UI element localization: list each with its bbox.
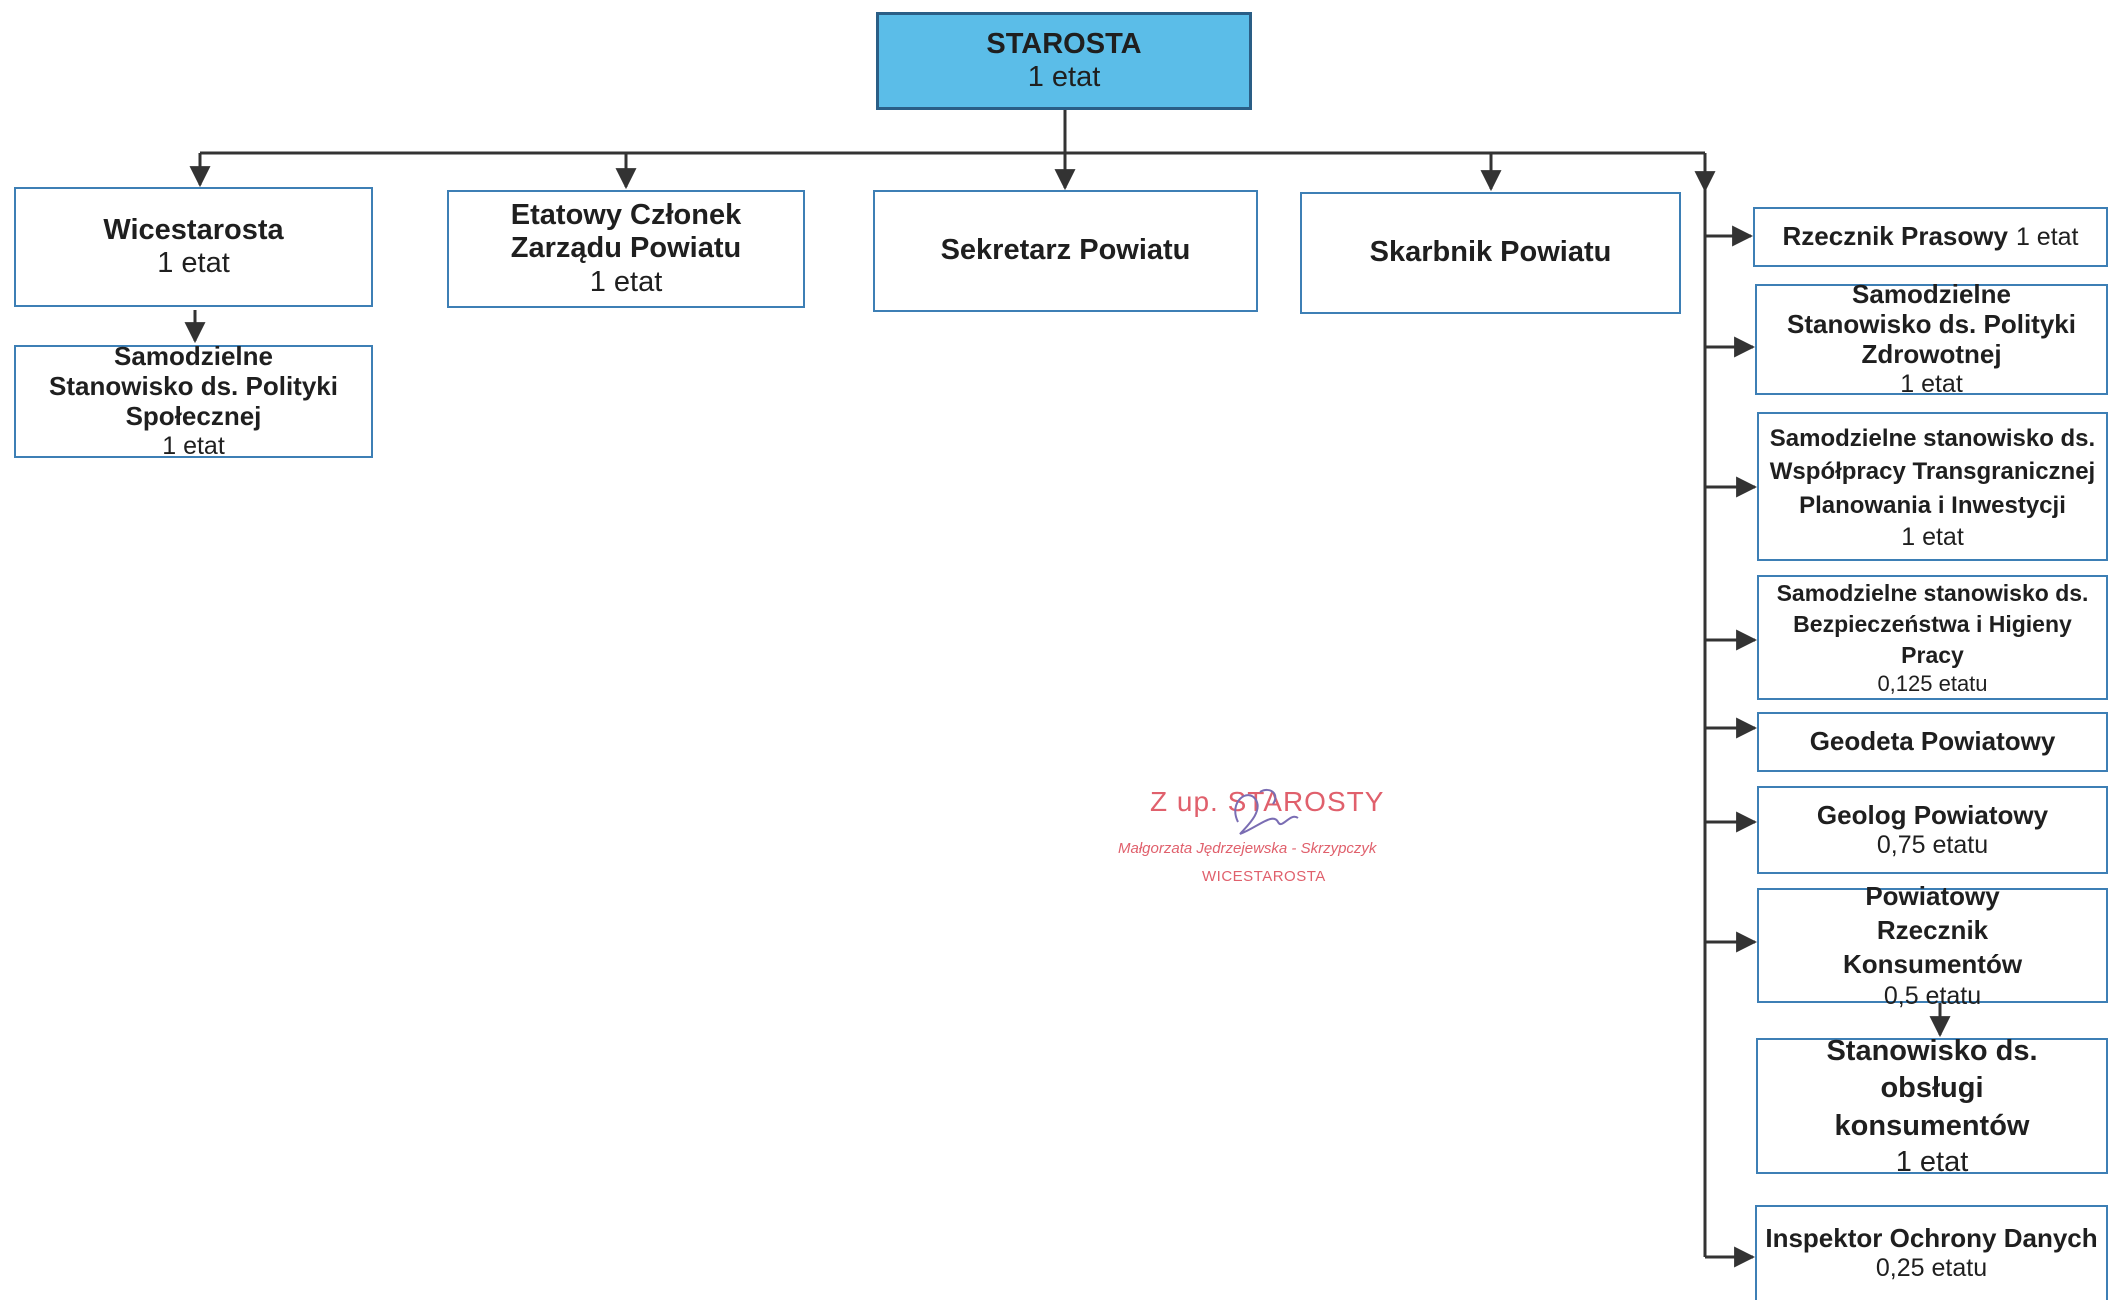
box-geodeta-title: Geodeta Powiatowy: [1809, 726, 2056, 757]
stamp-line3: WICESTAROSTA: [1202, 868, 1326, 885]
box-starosta-title: STAROSTA: [986, 27, 1142, 60]
box-wicestarosta-etat: 1 etat: [157, 247, 230, 279]
box-bhp: Samodzielne stanowisko ds. Bezpieczeństw…: [1757, 575, 2108, 700]
box-wspolpraca-transgraniczna-etat: 1 etat: [1901, 522, 1964, 551]
box-inspektor-ochrony-danych-etat: 0,25 etatu: [1875, 1254, 1988, 1283]
box-polityka-spoleczna-title: Samodzielne Stanowisko ds. Polityki Społ…: [49, 341, 338, 432]
box-bhp-etat: 0,125 etatu: [1877, 671, 1988, 697]
box-rzecznik-prasowy-title: Rzecznik Prasowy: [1782, 221, 2008, 252]
stamp-line2: Małgorzata Jędrzejewska - Skrzypczyk: [1118, 840, 1377, 857]
box-polityka-zdrowotna: Samodzielne Stanowisko ds. Polityki Zdro…: [1755, 279, 2108, 398]
box-czlonek-zarzadu: Etatowy Członek Zarządu Powiatu 1 etat: [447, 190, 805, 308]
box-polityka-spoleczna: Samodzielne Stanowisko ds. Polityki Społ…: [14, 341, 373, 460]
box-obsluga-konsumentow-title: Stanowisko ds. obsługi konsumentów: [1826, 1034, 2038, 1143]
stamp-line1: Z up. STAROSTY: [1150, 786, 1385, 817]
box-wspolpraca-transgraniczna-title: Samodzielne stanowisko ds. Współpracy Tr…: [1769, 424, 2096, 519]
box-czlonek-zarzadu-etat: 1 etat: [589, 265, 663, 298]
handwritten-signature: [1234, 788, 1299, 835]
box-inspektor-ochrony-danych: Inspektor Ochrony Danych 0,25 etatu: [1755, 1205, 2108, 1300]
box-obsluga-konsumentow: Stanowisko ds. obsługi konsumentów 1 eta…: [1756, 1035, 2108, 1178]
box-skarbnik: Skarbnik Powiatu: [1300, 192, 1681, 314]
box-rzecznik-konsumentow-etat: 0,5 etatu: [1883, 981, 1982, 1010]
box-czlonek-zarzadu-title: Etatowy Członek Zarządu Powiatu: [510, 198, 742, 265]
box-geolog-etat: 0,75 etatu: [1876, 830, 1989, 859]
box-skarbnik-title: Skarbnik Powiatu: [1369, 236, 1612, 269]
box-rzecznik-konsumentow: Powiatowy Rzecznik Konsumentów 0,5 etatu: [1757, 881, 2108, 1010]
box-starosta: STAROSTA 1 etat: [876, 12, 1252, 110]
box-obsluga-konsumentow-etat: 1 etat: [1895, 1145, 1969, 1178]
box-sekretarz: Sekretarz Powiatu: [873, 190, 1258, 312]
box-inspektor-ochrony-danych-title: Inspektor Ochrony Danych: [1765, 1223, 2098, 1254]
box-geodeta: Geodeta Powiatowy: [1757, 712, 2108, 772]
box-rzecznik-konsumentow-title: Powiatowy Rzecznik Konsumentów: [1842, 881, 2023, 980]
box-sekretarz-title: Sekretarz Powiatu: [940, 234, 1191, 267]
box-polityka-zdrowotna-title: Samodzielne Stanowisko ds. Polityki Zdro…: [1787, 279, 2076, 370]
box-polityka-zdrowotna-etat: 1 etat: [1900, 369, 1963, 398]
box-wspolpraca-transgraniczna: Samodzielne stanowisko ds. Współpracy Tr…: [1757, 412, 2108, 561]
box-rzecznik-prasowy-etat: 1 etat: [2015, 223, 2079, 252]
signature-stamp: Z up. STAROSTY Małgorzata Jędrzejewska -…: [1100, 786, 1420, 896]
box-bhp-title: Samodzielne stanowisko ds. Bezpieczeństw…: [1776, 580, 2089, 669]
box-geolog: Geolog Powiatowy 0,75 etatu: [1757, 786, 2108, 874]
box-geolog-title: Geolog Powiatowy: [1816, 799, 2049, 830]
box-polityka-spoleczna-etat: 1 etat: [162, 431, 225, 460]
box-rzecznik-prasowy: Rzecznik Prasowy 1 etat: [1753, 207, 2108, 267]
box-wicestarosta: Wicestarosta 1 etat: [14, 187, 373, 307]
box-wicestarosta-title: Wicestarosta: [103, 213, 284, 246]
box-starosta-etat: 1 etat: [1027, 61, 1101, 93]
